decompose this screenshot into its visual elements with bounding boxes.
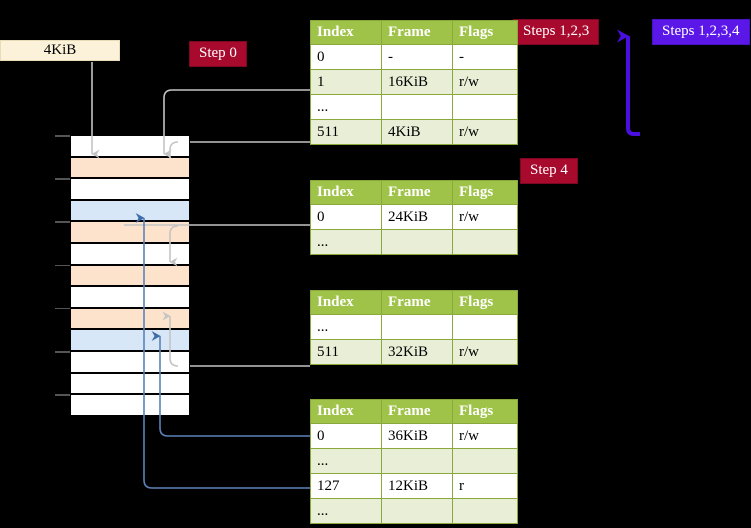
table-row: 0 36KiB r/w bbox=[310, 423, 518, 449]
cell-index: ... bbox=[310, 314, 382, 340]
table-row: ... bbox=[310, 448, 518, 474]
cell-flags: r/w bbox=[452, 119, 518, 145]
arrow-pt-row127-to-memory bbox=[135, 213, 310, 489]
cell-frame bbox=[381, 498, 453, 524]
steps123-label: Steps 1,2,3 bbox=[523, 23, 590, 39]
cell-index: 511 bbox=[310, 119, 382, 145]
arrow-pd-511-hook-up bbox=[162, 311, 179, 367]
memory-tick bbox=[55, 351, 70, 353]
cell-flags: r/w bbox=[452, 339, 518, 365]
cell-frame: - bbox=[381, 44, 453, 70]
arrow-pdpt-row0-hook bbox=[169, 225, 179, 267]
cell-flags bbox=[452, 314, 518, 340]
cell-index: 1 bbox=[310, 69, 382, 95]
memory-tick bbox=[55, 264, 70, 267]
memory-tick bbox=[55, 135, 70, 137]
column-header-index: Index bbox=[310, 180, 382, 205]
step0-label: Step 0 bbox=[199, 45, 237, 61]
cell-frame: 4KiB bbox=[381, 119, 453, 145]
memory-frame-row bbox=[70, 156, 190, 179]
column-header-frame: Frame bbox=[381, 290, 453, 315]
kib-frame-label: 4KiB bbox=[43, 42, 77, 58]
memory-frame-row bbox=[70, 199, 190, 222]
cell-frame bbox=[381, 448, 453, 474]
memory-tick bbox=[55, 307, 70, 310]
step0-badge: Step 0 bbox=[189, 41, 247, 67]
cell-flags: - bbox=[452, 44, 518, 70]
cell-index: ... bbox=[310, 448, 382, 474]
memory-frame-row bbox=[70, 178, 190, 200]
table-header-row: Index Frame Flags bbox=[310, 20, 518, 45]
cell-frame bbox=[381, 314, 453, 340]
page-table-pml4: Index Frame Flags 0 - - 1 16KiB r/w ... bbox=[310, 20, 518, 145]
step4-label: Step 4 bbox=[530, 162, 568, 178]
cell-index: 511 bbox=[310, 339, 382, 365]
arrow-pml4-row1-to-memory bbox=[163, 89, 310, 159]
cell-frame: 32KiB bbox=[381, 339, 453, 365]
column-header-flags: Flags bbox=[452, 399, 518, 424]
cell-flags: r/w bbox=[452, 423, 518, 449]
memory-frame-row bbox=[70, 243, 190, 265]
memory-frame-row bbox=[70, 135, 190, 157]
line-pml4-511-hook bbox=[169, 141, 179, 158]
memory-frame-row bbox=[70, 264, 190, 287]
cell-index: ... bbox=[310, 94, 382, 120]
column-header-frame: Frame bbox=[381, 399, 453, 424]
memory-tick bbox=[55, 221, 70, 223]
cell-index: 0 bbox=[310, 44, 382, 70]
table-row: ... bbox=[310, 229, 518, 255]
table-row: ... bbox=[310, 498, 518, 524]
steps1234-badge: Steps 1,2,3,4 bbox=[652, 19, 750, 45]
cell-flags: r/w bbox=[452, 69, 518, 95]
table-row: 1 16KiB r/w bbox=[310, 69, 518, 95]
step4-badge: Step 4 bbox=[520, 158, 578, 184]
cell-flags bbox=[452, 94, 518, 120]
memory-frame-row bbox=[70, 307, 190, 330]
memory-frame-row bbox=[70, 221, 190, 243]
memory-tick bbox=[55, 178, 70, 180]
table-header-row: Index Frame Flags bbox=[310, 399, 518, 424]
cell-frame: 16KiB bbox=[381, 69, 453, 95]
column-header-flags: Flags bbox=[452, 20, 518, 45]
column-header-index: Index bbox=[310, 399, 382, 424]
column-header-index: Index bbox=[310, 20, 382, 45]
column-header-frame: Frame bbox=[381, 180, 453, 205]
steps1234-label: Steps 1,2,3,4 bbox=[662, 23, 740, 39]
table-row: 511 4KiB r/w bbox=[310, 119, 518, 145]
memory-tick bbox=[55, 394, 70, 396]
cell-flags bbox=[452, 498, 518, 524]
memory-frame-row bbox=[70, 286, 190, 308]
cell-frame: 36KiB bbox=[381, 423, 453, 449]
table-row: ... bbox=[310, 314, 518, 340]
column-header-flags: Flags bbox=[452, 180, 518, 205]
column-header-index: Index bbox=[310, 290, 382, 315]
cell-index: ... bbox=[310, 498, 382, 524]
table-header-row: Index Frame Flags bbox=[310, 180, 518, 205]
page-table-pdpt: Index Frame Flags 0 24KiB r/w ... bbox=[310, 180, 518, 255]
cell-frame bbox=[381, 229, 453, 255]
table-row: 127 12KiB r bbox=[310, 473, 518, 499]
page-table-pd: Index Frame Flags ... 511 32KiB r/w bbox=[310, 290, 518, 365]
cell-flags bbox=[452, 229, 518, 255]
table-row: 0 - - bbox=[310, 44, 518, 70]
page-table-pt: Index Frame Flags 0 36KiB r/w ... 127 12… bbox=[310, 399, 518, 524]
arrow-pt-row0-to-memory bbox=[151, 331, 310, 437]
arrow-steps-loop bbox=[617, 29, 640, 136]
cell-index: 127 bbox=[310, 473, 382, 499]
steps123-badge: Steps 1,2,3 bbox=[513, 19, 600, 45]
kib-frame-box: 4KiB bbox=[0, 40, 120, 61]
table-row: 511 32KiB r/w bbox=[310, 339, 518, 365]
column-header-frame: Frame bbox=[381, 20, 453, 45]
